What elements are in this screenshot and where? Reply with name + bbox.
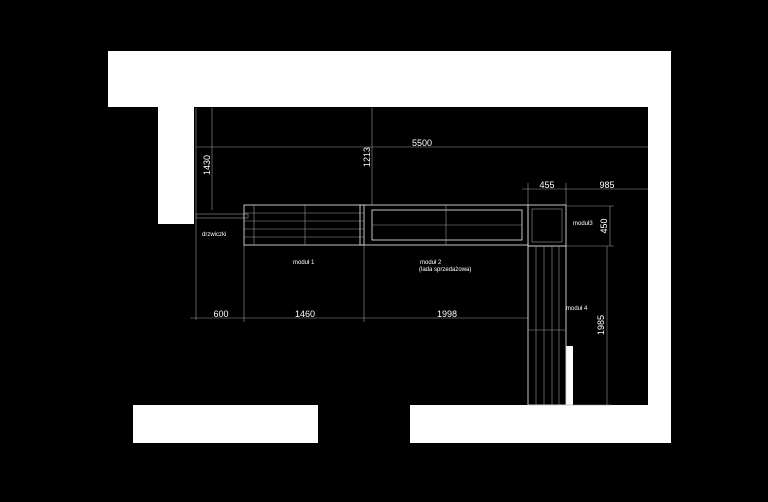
dim-455: 455 bbox=[539, 180, 554, 190]
walls bbox=[108, 51, 671, 443]
label-module-1: moduł 1 bbox=[293, 260, 315, 266]
module-labels: drzwiczki moduł 1 moduł 2 (lada sprzedaż… bbox=[202, 221, 593, 312]
dim-600: 600 bbox=[213, 309, 228, 319]
dim-1460: 1460 bbox=[295, 309, 315, 319]
module-3-shape bbox=[527, 204, 567, 247]
dim-total-width: 5500 bbox=[412, 138, 432, 148]
label-module-3: moduł3 bbox=[573, 221, 593, 227]
module-1-shape bbox=[243, 204, 365, 246]
label-door: drzwiczki bbox=[202, 232, 226, 238]
module-4-shape bbox=[527, 245, 567, 406]
modules bbox=[195, 204, 567, 406]
module-2-shape bbox=[359, 204, 529, 246]
label-module-4: moduł 4 bbox=[566, 306, 588, 312]
dim-mod4-length: 1985 bbox=[596, 315, 606, 335]
wall-bottom-left bbox=[133, 405, 318, 443]
dim-counter-depth: 1213 bbox=[362, 147, 372, 167]
dim-mod3-depth: 450 bbox=[599, 218, 609, 233]
door-panel bbox=[195, 213, 249, 219]
wall-top-left bbox=[108, 51, 671, 224]
dim-1998: 1998 bbox=[437, 309, 457, 319]
dimension-lines bbox=[190, 108, 648, 406]
label-module-2: moduł 2 bbox=[420, 260, 442, 266]
dim-985: 985 bbox=[599, 180, 614, 190]
label-module-2-sub: (lada sprzedażowa) bbox=[419, 267, 471, 273]
wall-stub bbox=[566, 346, 573, 405]
dimension-texts: 5500 1430 1213 600 1460 1998 455 985 450… bbox=[202, 138, 615, 335]
wall-right bbox=[410, 107, 671, 443]
dim-left-height: 1430 bbox=[202, 155, 212, 175]
